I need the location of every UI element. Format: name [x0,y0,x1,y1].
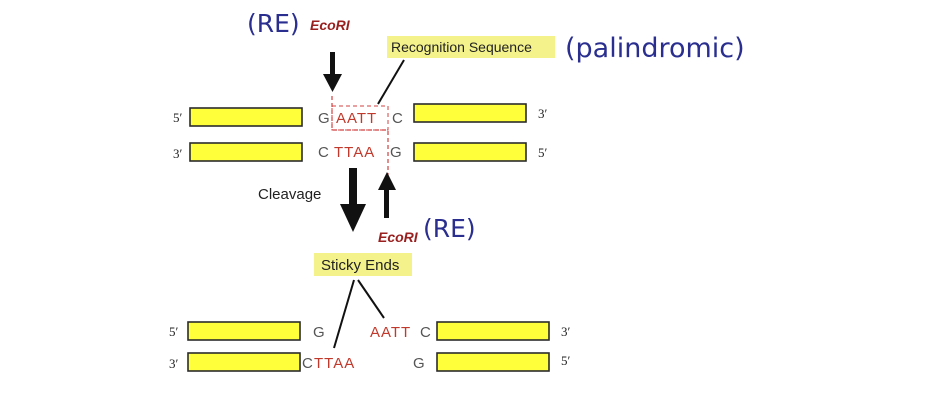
top-row1-left-strand [189,107,303,127]
enzyme-top-label: EcoRI [310,17,351,33]
bottom-row1-right-strand [436,321,550,341]
bottom-row2-right-end: 5′ [561,353,571,368]
top-arrow-head [323,74,342,92]
top-row1-right-strand [413,103,527,123]
top-row2-left-strand [189,142,303,162]
cleavage-arrow-head [340,204,366,232]
bottom-row1-right-end: 3′ [561,324,571,339]
bottom-row2-left-strand [187,352,301,372]
bottom-row2-bases-ttaa: TTAA [314,355,355,372]
top-row1-left-end: 5′ [173,110,183,125]
bottom-row1-base-g: G [313,324,326,341]
top-row2-base-g: G [390,144,403,161]
sticky-pointer-left [333,279,355,349]
cleavage-label: Cleavage [258,186,321,203]
sticky-ends-label: Sticky Ends [321,257,399,274]
recognition-pointer-line [377,59,405,105]
bottom-row1-left-end: 5′ [169,324,179,339]
bottom-cut-arrow-shaft [384,188,389,218]
cleavage-arrow-shaft [349,168,357,208]
bottom-row2-left-end: 3′ [169,356,179,371]
sticky-ends-highlight [314,253,412,276]
palindromic-annotation: (palindromic) [565,33,745,64]
top-row1-base-c: C [392,110,404,127]
top-row2-left-end: 3′ [173,146,183,161]
top-arrow-shaft [330,52,335,78]
bottom-row2-base-g: G [413,355,426,372]
top-row1-base-g: G [318,110,331,127]
top-row2-right-strand [413,142,527,162]
bottom-row2-right-strand [436,352,550,372]
bottom-row1-left-strand [187,321,301,341]
top-row2-right-end: 5′ [538,145,548,160]
top-row1-bases-aatt: AATT [336,110,377,127]
recognition-dashed-box [331,105,389,131]
recognition-sequence-highlight [387,36,555,58]
sticky-pointer-right [357,279,385,319]
top-row1-right-end: 3′ [538,106,548,121]
top-row2-bases-ttaa: TTAA [334,144,375,161]
re-top-annotation: (RE) [247,9,300,38]
recognition-sequence-label: Recognition Sequence [391,39,532,55]
cut-site-dashed-line [331,96,389,182]
re-bottom-annotation: (RE) [423,214,476,243]
top-row2-base-c: C [318,144,330,161]
bottom-cut-arrow-head [378,172,396,190]
bottom-row1-base-c: C [420,324,432,341]
bottom-row1-bases-aatt: AATT [370,324,411,341]
enzyme-bottom-label: EcoRI [378,229,419,245]
bottom-row2-base-c: C [302,355,314,372]
